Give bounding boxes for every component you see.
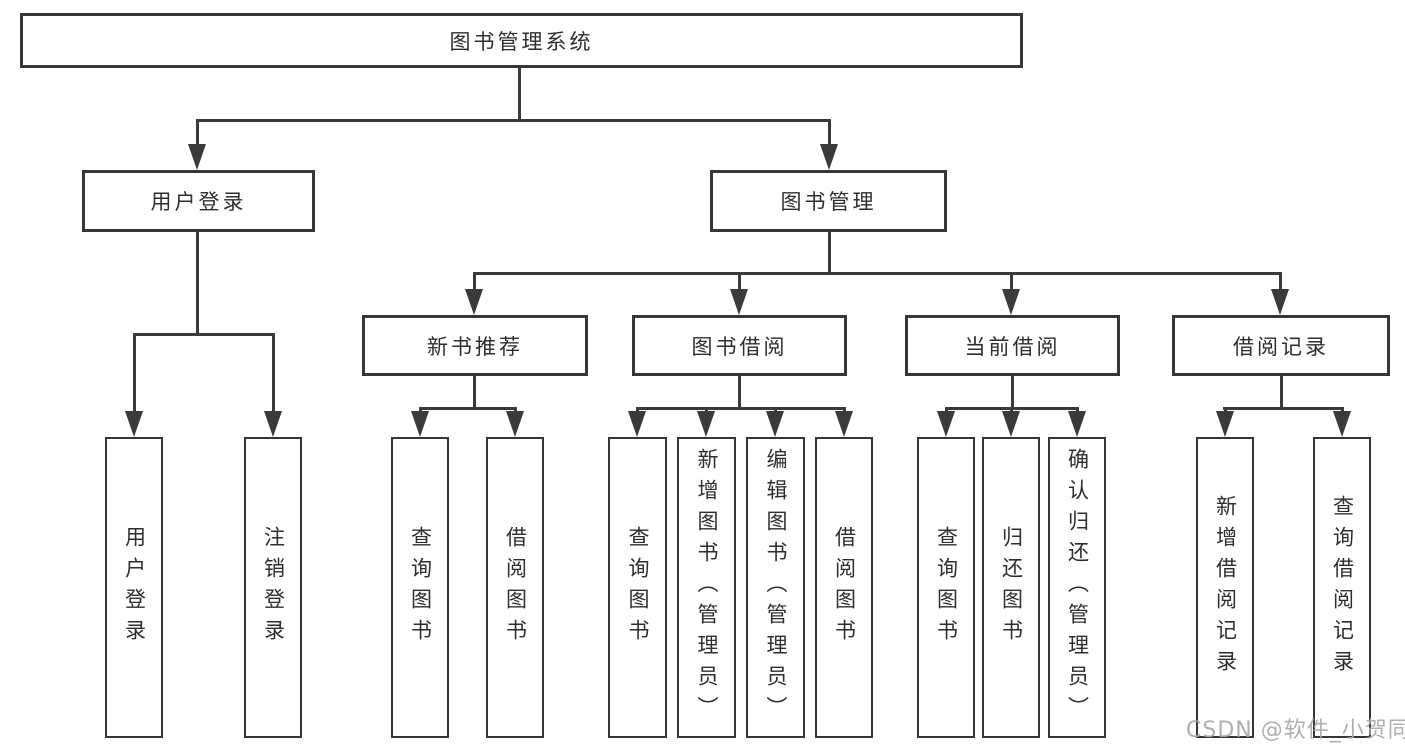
- arrowhead-leaf: [1216, 411, 1234, 437]
- connector-arrow-shaft: [419, 407, 422, 414]
- connector-arrow-shaft: [1010, 272, 1013, 292]
- connector-newbook-hbar: [419, 407, 517, 410]
- arrowhead-leaf-logout: [264, 411, 282, 437]
- leaf-add-borrow-record: 新增借阅记录: [1196, 437, 1254, 738]
- connector-user-login-hbar: [133, 333, 275, 336]
- connector-arrow-shaft: [1341, 407, 1344, 414]
- leaf-edit-books-admin: 编辑图书（管理员）: [746, 437, 805, 738]
- arrowhead-leaf: [766, 411, 784, 437]
- node-user-login: 用户登录: [82, 170, 315, 232]
- connector-arrow-shaft: [133, 333, 136, 414]
- arrowhead-leaf: [1002, 411, 1020, 437]
- connector-arrow-shaft: [636, 407, 639, 414]
- arrowhead-book-borrowing: [730, 289, 748, 315]
- leaf-query-books-current: 查询图书: [917, 437, 975, 738]
- leaf-user-login: 用户登录: [105, 437, 163, 738]
- node-book-borrowing: 图书借阅: [632, 315, 847, 376]
- arrowhead-borrow-records: [1271, 289, 1289, 315]
- node-root-library-management-system: 图书管理系统: [20, 13, 1023, 68]
- connector-records-hbar: [1223, 407, 1344, 410]
- arrowhead-leaf: [697, 411, 715, 437]
- arrowhead-user-login: [188, 144, 206, 170]
- arrowhead-leaf: [411, 411, 429, 437]
- connector-bookborrow-hbar: [636, 407, 846, 410]
- connector-arrow-shaft: [774, 407, 777, 414]
- connector-records-stem: [1280, 376, 1283, 410]
- connector-arrow-shaft: [272, 333, 275, 414]
- connector-book-mgmt-stem: [828, 232, 831, 275]
- connector-arrow-shaft: [843, 407, 846, 414]
- connector-newbook-stem: [473, 376, 476, 410]
- connector-arrow-shaft: [1076, 407, 1079, 414]
- arrowhead-leaf: [506, 411, 524, 437]
- connector-currborrow-stem: [1011, 376, 1014, 410]
- leaf-return-books: 归还图书: [982, 437, 1040, 738]
- arrowhead-leaf: [1333, 411, 1351, 437]
- arrowhead-leaf: [1068, 411, 1086, 437]
- node-new-book-recommendation: 新书推荐: [362, 315, 588, 376]
- arrowhead-new-book: [465, 289, 483, 315]
- connector-arrow-shaft: [828, 119, 831, 147]
- connector-arrow-shaft: [738, 272, 741, 292]
- leaf-borrow-books-newbook: 借阅图书: [486, 437, 544, 738]
- arrowhead-leaf-user-login: [125, 411, 143, 437]
- csdn-watermark: CSDN @软件_小贺同学: [1186, 718, 1405, 743]
- arrowhead-leaf: [937, 411, 955, 437]
- node-borrowing-records: 借阅记录: [1172, 315, 1390, 376]
- arrowhead-leaf: [628, 411, 646, 437]
- connector-level3-hbar: [473, 272, 1282, 275]
- node-current-borrowing: 当前借阅: [905, 315, 1120, 376]
- leaf-logout: 注销登录: [244, 437, 302, 738]
- connector-arrow-shaft: [514, 407, 517, 414]
- connector-bookborrow-stem: [738, 376, 741, 410]
- arrowhead-current-borrow: [1002, 289, 1020, 315]
- node-book-management: 图书管理: [710, 170, 947, 232]
- connector-arrow-shaft: [473, 272, 476, 292]
- leaf-query-borrow-record: 查询借阅记录: [1313, 437, 1371, 738]
- leaf-add-books-admin: 新增图书（管理员）: [677, 437, 736, 738]
- connector-root-stem: [518, 67, 521, 122]
- connector-arrow-shaft: [196, 119, 199, 147]
- leaf-query-books-newbook: 查询图书: [391, 437, 449, 738]
- arrowhead-book-management: [820, 144, 838, 170]
- leaf-confirm-return-admin: 确认归还（管理员）: [1048, 437, 1106, 738]
- connector-user-login-stem: [196, 232, 199, 336]
- leaf-borrow-books: 借阅图书: [815, 437, 873, 738]
- leaf-query-books-borrow: 查询图书: [608, 437, 667, 738]
- connector-level2-hbar: [196, 119, 831, 122]
- arrowhead-leaf: [835, 411, 853, 437]
- connector-arrow-shaft: [1010, 407, 1013, 414]
- connector-arrow-shaft: [1279, 272, 1282, 292]
- connector-arrow-shaft: [1224, 407, 1227, 414]
- connector-arrow-shaft: [945, 407, 948, 414]
- connector-arrow-shaft: [705, 407, 708, 414]
